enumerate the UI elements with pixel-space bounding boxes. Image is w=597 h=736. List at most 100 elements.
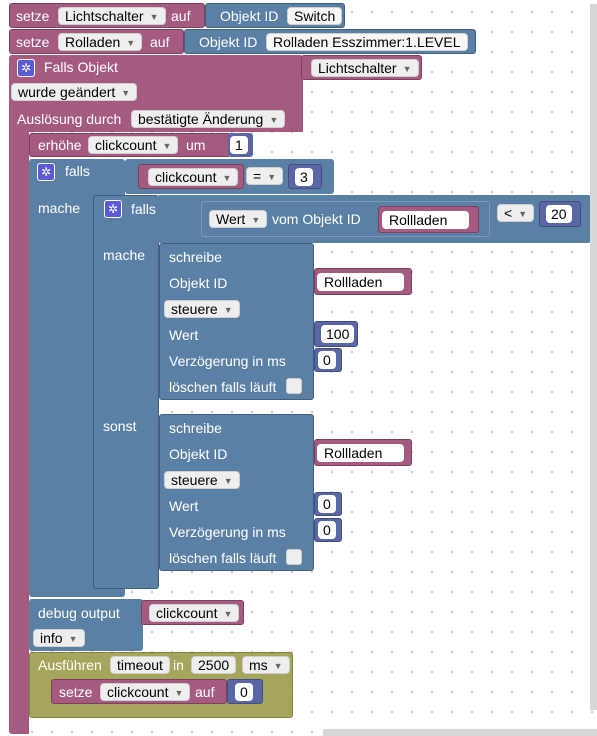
write2-object-block[interactable]: Rollladen▼ [314,439,412,466]
variable-dropdown-lichtschalter[interactable]: Lichtschalter▼ [311,59,419,77]
variable-name: clickcount [95,137,157,153]
write1-object-block[interactable]: Rollladen▼ [314,268,412,295]
condition-number-block[interactable]: 20 [539,201,581,227]
erhoehe-label: erhöhe [38,137,82,153]
reset-value[interactable]: 0 [235,683,253,701]
trigger-title: Falls Objekt [44,59,118,75]
setze-label: setze [59,684,93,700]
timeout-ms-value: 2500 [198,657,230,673]
variable-dropdown-clickcount[interactable]: clickcount ▼ [149,604,240,622]
variable-name: clickcount [155,169,217,185]
debug-variable-block[interactable]: clickcount ▼ [141,600,244,625]
write1-delay[interactable]: 0 [318,351,336,369]
clear-running-checkbox[interactable] [286,378,302,394]
if-rollladen-block[interactable]: ✲ falls mache sonst [93,195,159,589]
event-value: wurde geändert [18,84,116,100]
vertical-scrollbar[interactable] [590,4,597,710]
chevron-down-icon: ▼ [273,661,283,672]
mache-label: mache [38,200,81,216]
chevron-down-icon: ▼ [388,278,398,289]
auf-label: auf [171,8,191,24]
variable-dropdown-clickcount[interactable]: clickcount▼ [100,683,191,701]
field-dropdown[interactable]: Wert▼ [209,210,268,228]
variable-dropdown-lichtschalter[interactable]: Lichtschalter▼ [58,7,166,25]
compare-number-block[interactable]: 3 [288,164,322,189]
increment-amount[interactable]: 1 [230,136,248,154]
mode-value: steuere [171,301,218,317]
write2-delay[interactable]: 0 [318,521,336,539]
gear-icon[interactable]: ✲ [17,59,35,77]
variable-dropdown-rolladen[interactable]: Rolladen▼ [58,33,143,51]
variable-name: clickcount [156,605,218,621]
condition-block[interactable]: Wert▼ vom Objekt ID Rollladen▼ <▼ 20 [157,195,591,243]
trigger-body-spine [9,131,29,734]
operator-dropdown[interactable]: <▼ [497,204,535,222]
debug-level-value: info [40,630,63,646]
um-label: um [186,137,206,153]
write2-value[interactable]: 0 [318,495,336,513]
variable-dropdown-rollladen[interactable]: Rollladen▼ [317,444,405,462]
reset-clickcount-block[interactable]: setze clickcount▼ auf [51,679,227,704]
debug-level-dropdown[interactable]: info▼ [33,629,85,647]
objekt-id-switch-block[interactable]: Objekt ID Switch [205,3,345,28]
write-block-1[interactable]: schreibe Objekt ID steuere▼ Wert Verzöge… [159,243,314,400]
write1-value-block[interactable]: 100 [314,321,358,347]
objekt-id-label: Objekt ID [220,8,279,24]
condition-number[interactable]: 20 [546,205,572,223]
wert-label: Wert [169,327,199,343]
chevron-down-icon: ▼ [174,688,184,699]
set-lichtschalter-block[interactable]: setze Lichtschalter▼ auf [9,3,205,28]
mode-dropdown[interactable]: steuere▼ [164,471,240,489]
variable-dropdown-clickcount[interactable]: clickcount▼ [148,168,239,186]
compare-variable-block[interactable]: clickcount▼ [138,164,244,189]
variable-dropdown-clickcount[interactable]: clickcount▼ [88,136,179,154]
objekt-variable-block[interactable]: Rollladen▼ [378,206,479,233]
falls-label: falls [131,201,156,217]
clear-label: löschen falls läuft [169,550,277,566]
timeout-unit-dropdown[interactable]: ms▼ [242,656,290,674]
write1-value[interactable]: 100 [321,325,355,343]
clear-running-checkbox[interactable] [286,549,302,565]
timeout-name-field[interactable]: timeout [110,656,170,674]
operator-dropdown[interactable]: =▼ [246,167,284,185]
chevron-down-icon: ▼ [518,209,528,220]
object-id-field[interactable]: Switch [287,7,343,25]
object-id-value: Rolladen Esszimmer:1.LEVEL [273,34,461,50]
compare-number[interactable]: 3 [295,168,313,186]
variable-dropdown-rollladen[interactable]: Rollladen▼ [317,273,405,291]
trigger-variable-block[interactable]: Lichtschalter▼ [301,55,422,80]
reset-value-block[interactable]: 0 [227,679,263,704]
vom-objekt-label: vom Objekt ID [272,211,361,227]
wert-label: Wert [169,498,199,514]
chevron-down-icon: ▼ [251,215,261,226]
event-dropdown[interactable]: wurde geändert▼ [11,83,138,101]
get-value-block[interactable]: Wert▼ vom Objekt ID Rollladen▼ [201,201,490,237]
trigger-by-value: bestätigte Änderung [138,111,264,127]
compare-block[interactable]: clickcount▼ =▼ 3 [125,159,334,194]
timeout-ms-field[interactable]: 2500 [191,656,237,674]
object-id-field[interactable]: Rolladen Esszimmer:1.LEVEL [266,33,468,51]
write1-delay-block[interactable]: 0 [314,348,342,372]
chevron-down-icon: ▼ [223,476,233,487]
horizontal-scrollbar[interactable] [323,729,597,736]
set-rolladen-block[interactable]: setze Rolladen▼ auf [9,29,184,54]
increment-amount-block[interactable]: 1 [228,133,253,157]
write2-value-block[interactable]: 0 [314,492,342,516]
gear-icon[interactable]: ✲ [37,163,55,181]
write2-delay-block[interactable]: 0 [314,518,342,542]
variable-dropdown-rollladen[interactable]: Rollladen▼ [382,211,470,229]
sonst-label: sonst [103,418,137,434]
objekt-id-rolladen-block[interactable]: Objekt ID Rolladen Esszimmer:1.LEVEL [184,29,476,54]
trigger-by-dropdown[interactable]: bestätigte Änderung▼ [131,110,286,128]
debug-block[interactable]: debug output info▼ [29,599,143,651]
variable-name: Rolladen [65,34,121,50]
write-block-2[interactable]: schreibe Objekt ID steuere▼ Wert Verzöge… [159,414,314,571]
trigger-by-label: Auslösung durch [17,111,122,127]
increment-block[interactable]: erhöhe clickcount▼ um [29,133,231,157]
variable-name: Rollladen [324,445,383,461]
mode-dropdown[interactable]: steuere▼ [164,300,240,318]
variable-name: Rollladen [389,212,448,228]
gear-icon[interactable]: ✲ [104,200,122,218]
chevron-down-icon: ▼ [223,609,233,620]
trigger-block[interactable]: ✲ Falls Objekt wurde geändert▼ Auslösung… [9,55,303,132]
